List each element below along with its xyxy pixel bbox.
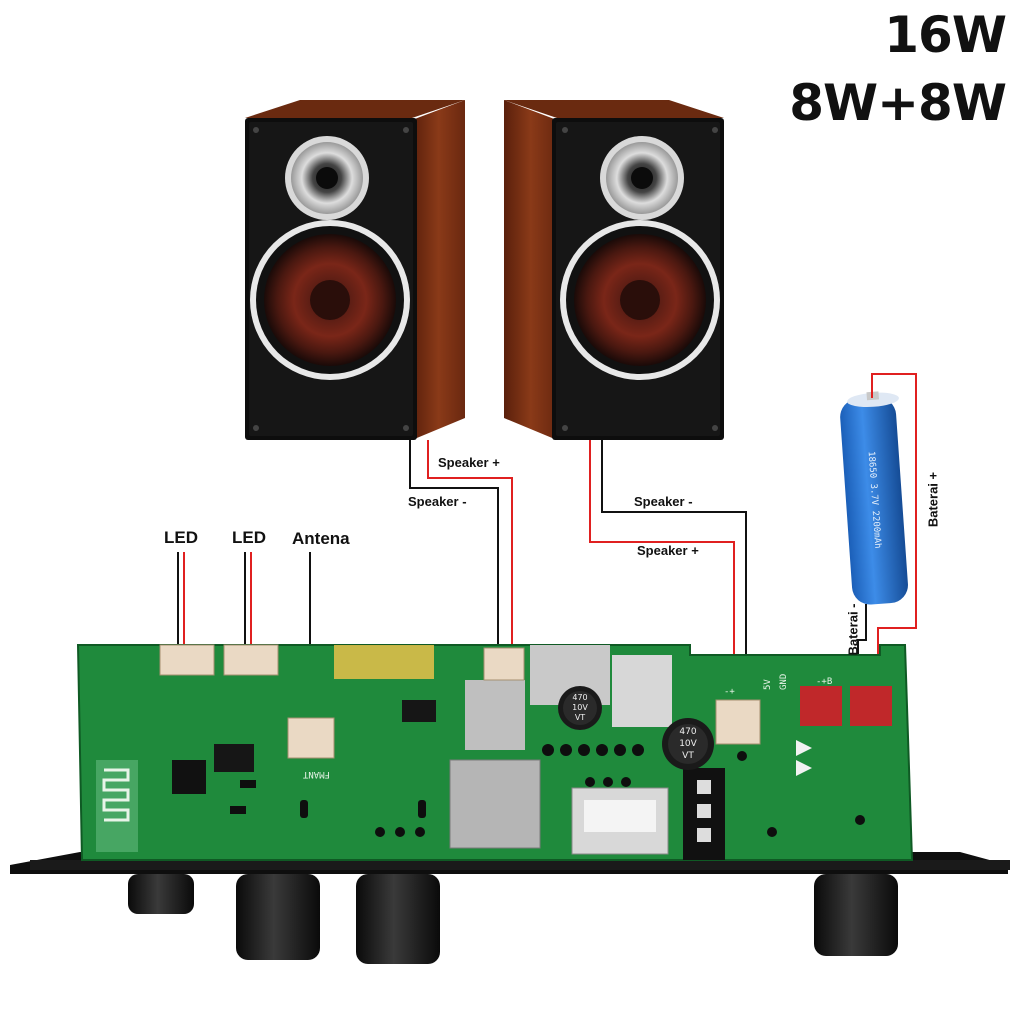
label-battery-plus: Baterai + — [925, 471, 941, 528]
label-left-speaker-minus: Speaker - — [408, 494, 467, 509]
left-speaker — [245, 100, 465, 440]
led-connector-1 — [159, 644, 215, 676]
knob-1 — [128, 874, 194, 914]
battery-18650: 18650 3.7V 2200mAh — [840, 391, 908, 605]
silk-minus-plus: -+ — [724, 687, 735, 697]
right-speaker-connector — [715, 699, 761, 745]
silk-5v: 5V — [763, 679, 773, 690]
pcb-board: FMANT 5V GND -+B -+ — [76, 644, 914, 861]
led-connector-2 — [223, 644, 279, 676]
svg-text:VT: VT — [575, 713, 585, 722]
battery-connector-1 — [800, 686, 842, 726]
svg-text:470: 470 — [679, 727, 696, 737]
label-battery-minus: Baterai - — [845, 603, 861, 656]
knob-4 — [814, 874, 898, 956]
label-led-1: LED — [164, 528, 198, 547]
svg-text:470: 470 — [572, 693, 587, 702]
label-left-speaker-plus: Speaker + — [438, 455, 500, 470]
knob-3 — [356, 874, 440, 964]
capacitor-1: 470 10V VT — [558, 686, 602, 730]
svg-text:VT: VT — [682, 751, 694, 761]
wires — [177, 373, 917, 718]
right-speaker — [504, 100, 724, 440]
label-led-2: LED — [232, 528, 266, 547]
left-speaker-connector — [483, 647, 525, 681]
knobs — [128, 874, 898, 964]
svg-text:10V: 10V — [572, 703, 588, 712]
label-antenna: Antena — [292, 529, 350, 548]
power-split: 8W+8W — [789, 74, 1007, 132]
antenna-connector — [287, 717, 335, 759]
knob-2 — [236, 874, 320, 960]
svg-text:10V: 10V — [679, 739, 697, 749]
label-right-speaker-minus: Speaker - — [634, 494, 693, 509]
silk-bplus: -+B — [816, 677, 832, 687]
battery-connector-2 — [850, 686, 892, 726]
power-total: 16W — [884, 6, 1007, 64]
label-right-speaker-plus: Speaker + — [637, 543, 699, 558]
capacitor-2: 470 10V VT — [662, 718, 714, 770]
silk-gnd: GND — [779, 674, 789, 690]
silk-fmant: FMANT — [302, 769, 330, 779]
